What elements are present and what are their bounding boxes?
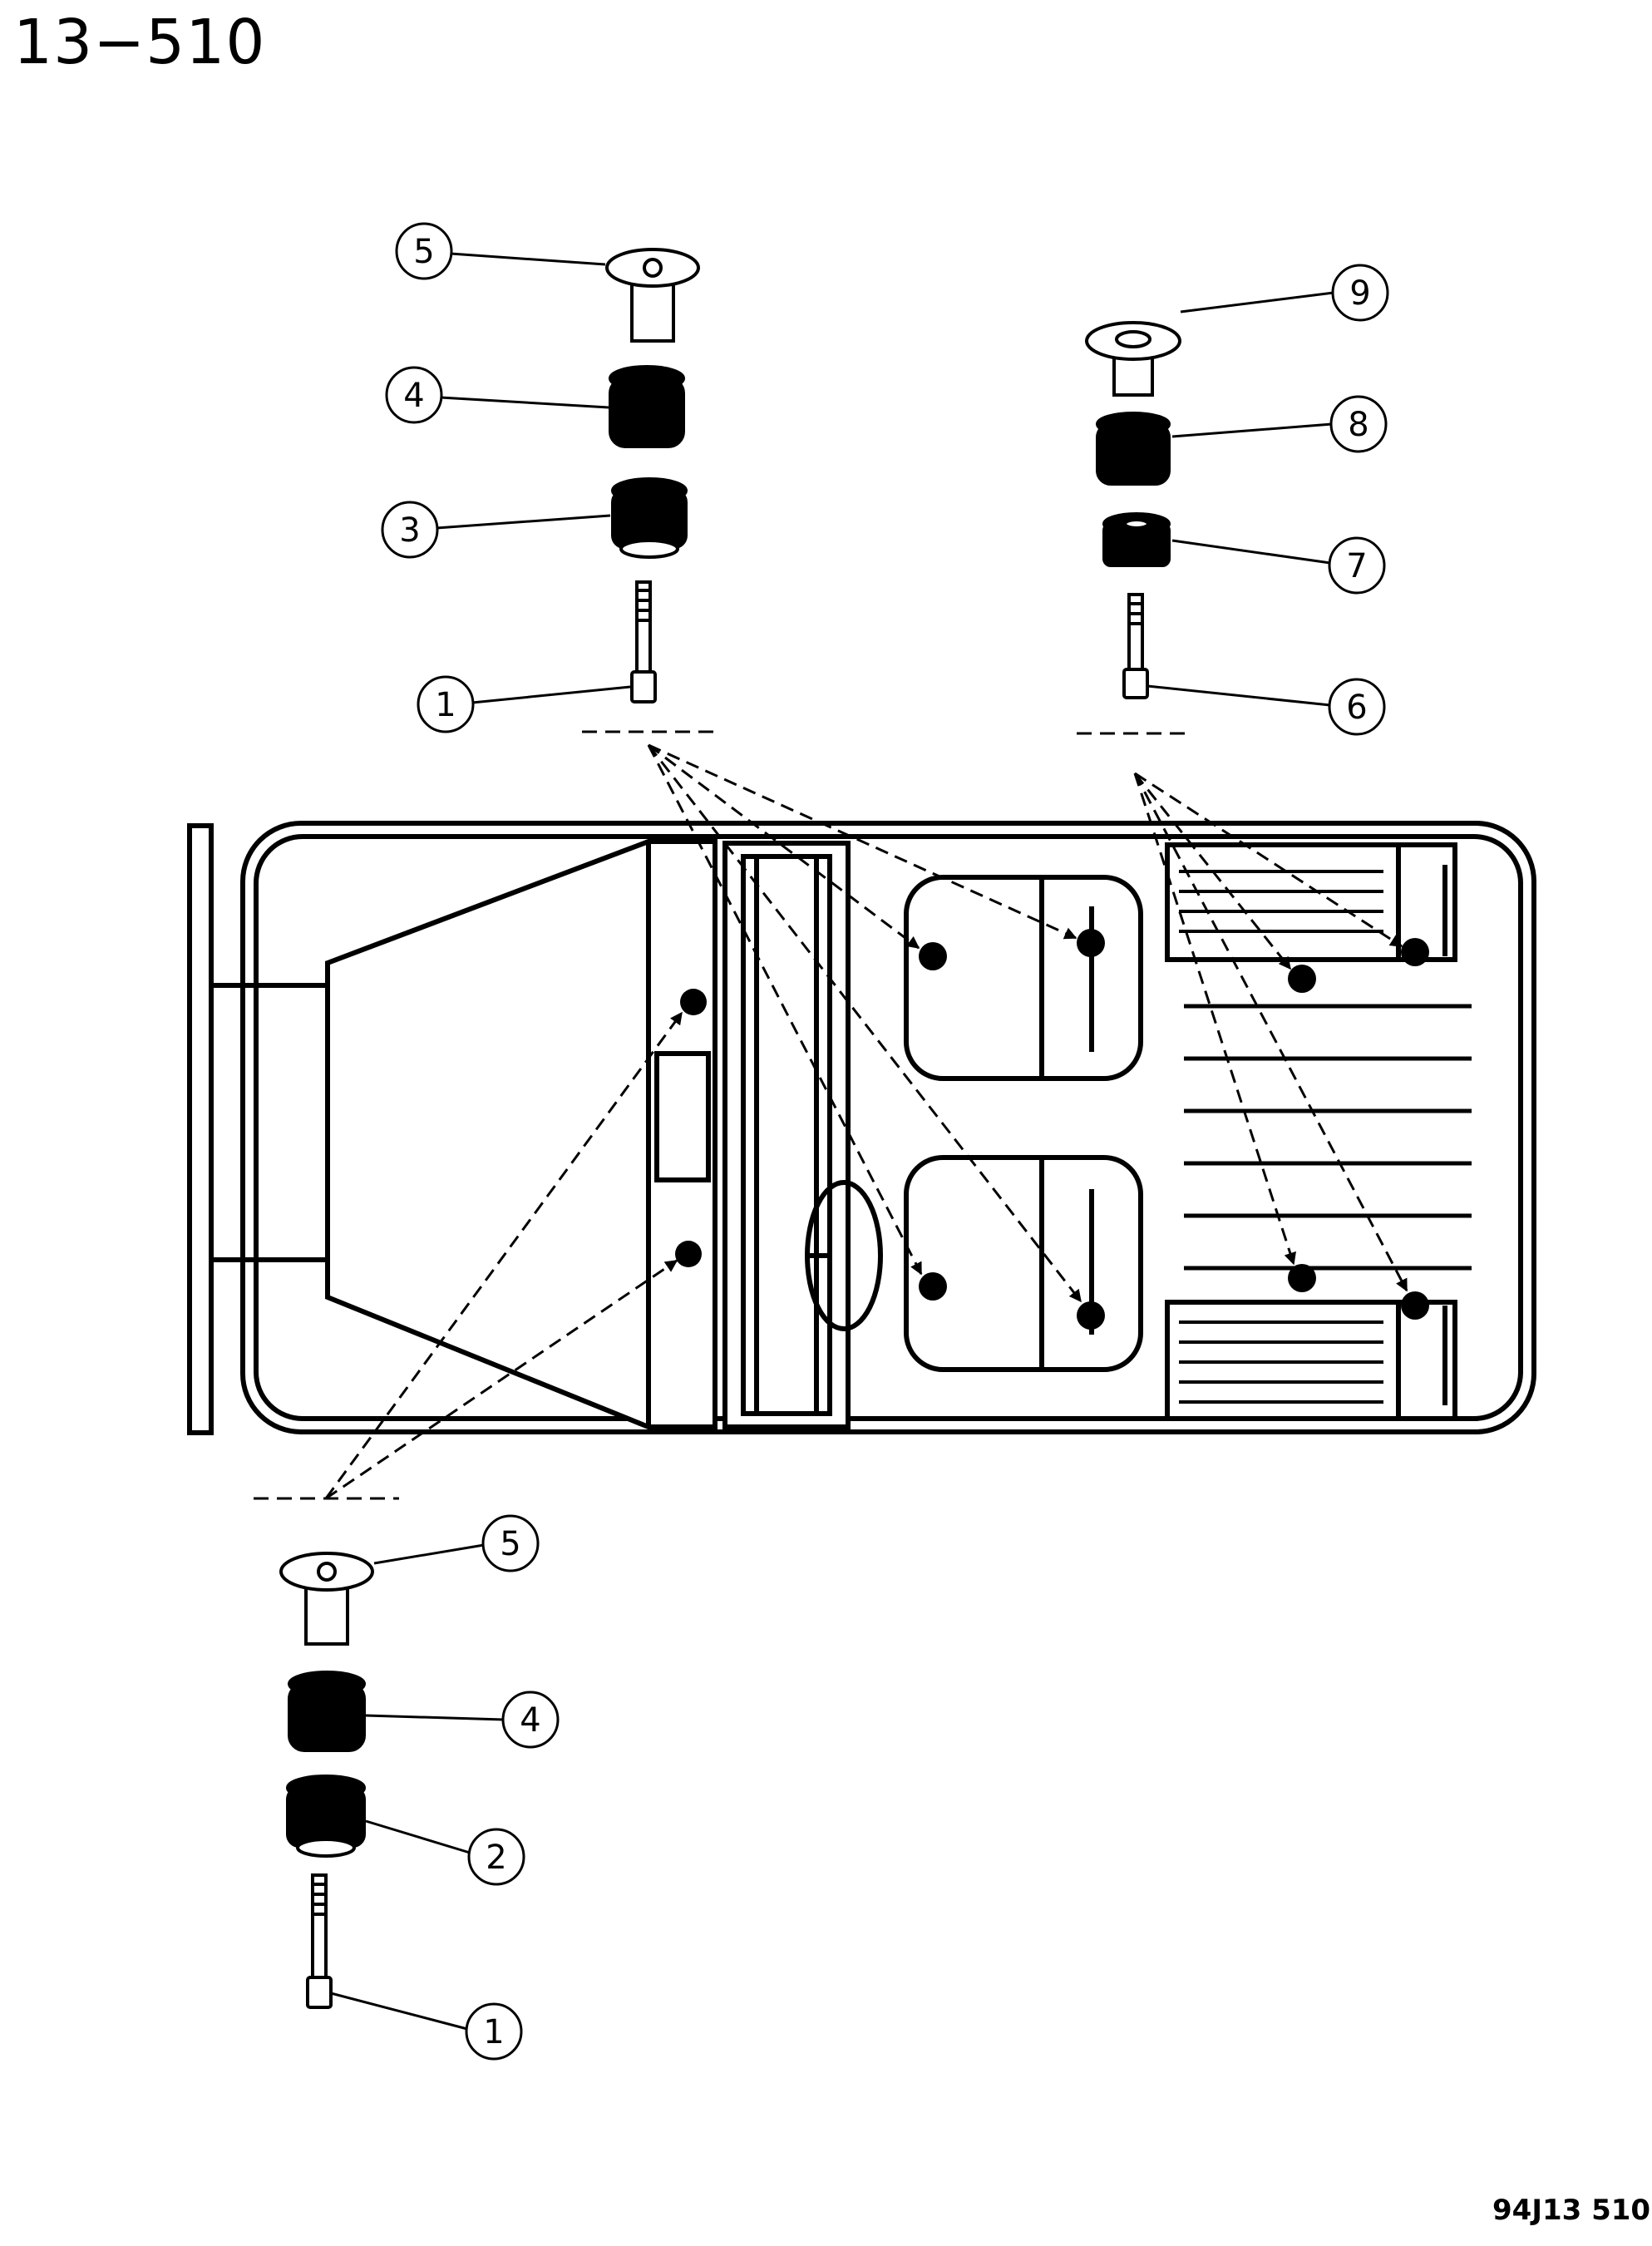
callout-circle-front-low-4 xyxy=(501,1691,560,1749)
callout-rear-9: 9 xyxy=(1349,274,1370,313)
callout-front-top-5: 5 xyxy=(413,233,434,271)
callout-rear-7: 7 xyxy=(1346,547,1367,585)
body-outline-inner xyxy=(254,834,1523,1421)
vehicle-body xyxy=(187,821,1536,1435)
part-2-lower-cushion xyxy=(286,1775,366,1858)
part-1-lower-bolt xyxy=(306,1873,333,2009)
callout-front-low-5: 5 xyxy=(500,1525,520,1563)
front-bumper xyxy=(187,823,214,1435)
mount-point-seat-left-a xyxy=(919,942,947,970)
mount-point-seat-left-b xyxy=(1077,929,1105,957)
part-5-upper-sleeve xyxy=(605,248,700,343)
callout-numbers: 5 4 3 1 9 8 7 6 5 4 2 1 xyxy=(399,233,1370,2051)
callout-circle-front-low-1 xyxy=(465,2002,523,2061)
part-1-upper-bolt xyxy=(630,580,657,703)
callout-front-top-4: 4 xyxy=(403,377,424,415)
mount-point-seat-right-a xyxy=(919,1272,947,1301)
cowl-vent xyxy=(654,1051,711,1182)
mount-point-rear-right-a xyxy=(1288,1264,1316,1292)
part-4-upper-cushion xyxy=(609,365,685,448)
part-4-lower-cushion xyxy=(288,1671,366,1752)
callout-rear-6: 6 xyxy=(1346,689,1367,727)
seat-front-left xyxy=(904,875,1143,1081)
seat-front-right xyxy=(904,1155,1143,1372)
callout-circle-rear-8 xyxy=(1329,395,1388,453)
callout-circle-front-top-5 xyxy=(395,222,453,280)
mount-point-rear-left-a xyxy=(1288,965,1316,993)
mount-points xyxy=(675,929,1429,1330)
page-title: 13−510 xyxy=(13,7,266,78)
cargo-floor-ribs xyxy=(1184,1004,1472,1271)
part-5-lower-sleeve xyxy=(279,1552,374,1646)
callout-circle-front-top-3 xyxy=(381,501,439,559)
callout-front-low-2: 2 xyxy=(486,1839,506,1877)
callout-rear-8: 8 xyxy=(1348,406,1368,444)
wheelwell-rear-left xyxy=(1165,842,1457,962)
callout-circle-rear-6 xyxy=(1328,678,1386,736)
callout-front-top-3: 3 xyxy=(399,511,420,550)
callout-leaders xyxy=(330,252,1334,2031)
callout-circle-rear-9 xyxy=(1331,264,1389,322)
callout-front-low-1: 1 xyxy=(483,2013,504,2051)
part-6-rear-bolt xyxy=(1122,593,1149,699)
part-9-rear-washer xyxy=(1085,321,1181,397)
callout-circles xyxy=(381,222,1389,2061)
part-7-rear-spacer xyxy=(1102,512,1171,567)
callout-circle-front-top-1 xyxy=(417,675,475,733)
mount-point-cowl-left xyxy=(680,989,707,1015)
callout-front-low-4: 4 xyxy=(520,1701,540,1740)
mount-point-rear-right-b xyxy=(1401,1291,1429,1320)
parts-stack-front-upper xyxy=(605,248,700,703)
figure-code: 94J13 510 xyxy=(1492,2194,1651,2227)
mount-point-cowl-right xyxy=(675,1241,702,1267)
mount-point-rear-left-b xyxy=(1401,938,1429,966)
mount-point-seat-right-b xyxy=(1077,1301,1105,1330)
callout-circle-rear-7 xyxy=(1328,536,1386,595)
steering-wheel xyxy=(805,1180,883,1331)
callout-circle-front-low-5 xyxy=(481,1514,540,1572)
callout-front-top-1: 1 xyxy=(435,686,456,724)
mount-arrows xyxy=(324,743,1408,1500)
callout-circle-front-low-2 xyxy=(467,1828,525,1886)
parts-stack-rear xyxy=(1085,321,1181,699)
parts-stack-front-lower xyxy=(279,1552,374,2009)
wheelwell-rear-right xyxy=(1165,1300,1457,1421)
part-3-lower-cushion xyxy=(611,477,688,559)
part-8-rear-cushion xyxy=(1096,412,1171,486)
callout-circle-front-top-4 xyxy=(385,366,443,424)
